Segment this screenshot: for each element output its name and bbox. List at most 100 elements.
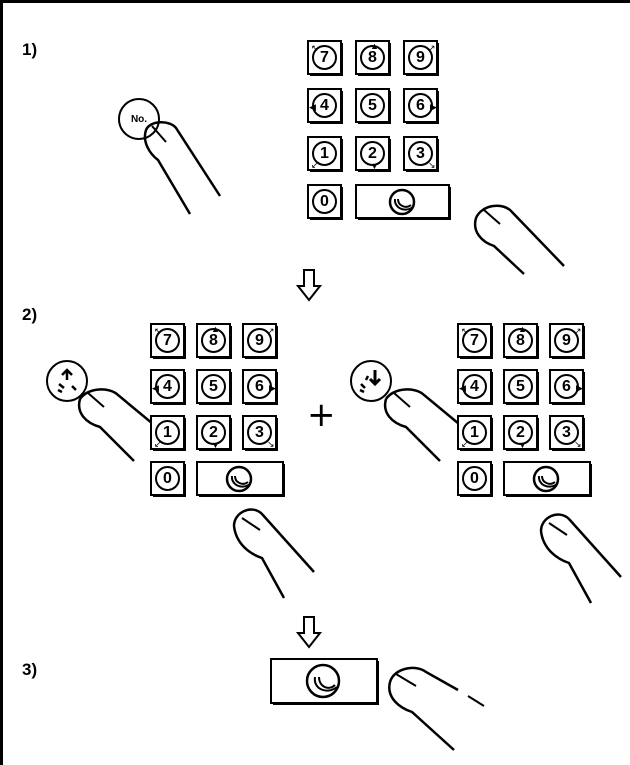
key-7[interactable]: 7↖	[307, 40, 343, 76]
key-8[interactable]: 8▲	[355, 40, 391, 76]
key-1[interactable]: 1↙	[150, 415, 186, 451]
key-5-label: 5	[360, 93, 385, 118]
finger-icon	[232, 508, 315, 599]
key-0[interactable]: 0	[457, 461, 493, 497]
key-9[interactable]: 9↗	[403, 40, 439, 76]
key-7[interactable]: 7↖	[457, 323, 493, 359]
direction-arrow-icon: ▶	[576, 383, 583, 393]
key-3[interactable]: 3↘	[403, 136, 439, 172]
enter-key[interactable]	[503, 461, 592, 497]
direction-arrow-icon: ↗	[267, 326, 275, 336]
enter-swirl-icon	[532, 465, 560, 492]
key-4[interactable]: 4◀	[457, 369, 493, 405]
enter-swirl-icon	[225, 465, 253, 492]
direction-arrow-icon: ↘	[428, 160, 436, 170]
direction-arrow-icon: ◀	[152, 383, 159, 393]
key-1[interactable]: 1↙	[307, 136, 343, 172]
direction-arrow-icon: ▶	[430, 102, 437, 112]
key-4[interactable]: 4◀	[150, 369, 186, 405]
key-9[interactable]: 9↗	[549, 323, 585, 359]
key-5[interactable]: 5	[355, 88, 391, 124]
key-7-label: 7	[312, 45, 337, 70]
enter-key[interactable]	[196, 461, 285, 497]
direction-arrow-icon: ▲	[518, 324, 527, 334]
key-2[interactable]: 2▼	[355, 136, 391, 172]
key-3-label: 3	[408, 141, 433, 166]
key-8-label: 8	[201, 328, 226, 353]
finger-icon	[77, 388, 177, 462]
number-mode-button[interactable]: No.	[118, 98, 160, 140]
key-0[interactable]: 0	[307, 184, 343, 220]
key-5[interactable]: 5	[503, 369, 539, 405]
key-6[interactable]: 6▶	[242, 369, 278, 405]
finger-icon	[473, 204, 565, 275]
key-9[interactable]: 9↗	[242, 323, 278, 359]
key-2[interactable]: 2▼	[503, 415, 539, 451]
needle-down-button[interactable]	[350, 360, 392, 402]
direction-arrow-icon: ↗	[428, 43, 436, 53]
key-0-label: 0	[155, 466, 180, 491]
finger-icon	[383, 388, 483, 462]
key-4-label: 4	[462, 374, 487, 399]
key-2-label: 2	[508, 420, 533, 445]
direction-arrow-icon: ↖	[311, 43, 319, 53]
down-arrow-icon	[296, 616, 322, 649]
key-3[interactable]: 3↘	[549, 415, 585, 451]
key-4[interactable]: 4◀	[307, 88, 343, 124]
direction-arrow-icon: ◀	[459, 383, 466, 393]
direction-arrow-icon: ▼	[211, 440, 220, 450]
direction-arrow-icon: ↘	[267, 439, 275, 449]
key-2-label: 2	[201, 420, 226, 445]
finger-icon	[539, 513, 622, 604]
enter-swirl-icon	[305, 663, 341, 699]
key-9-label: 9	[554, 328, 579, 353]
key-7-label: 7	[155, 328, 180, 353]
plus-sign: +	[307, 395, 336, 435]
keypad-step-2-right: 7↖ 8▲ 9↗ 4◀ 5 6▶ 1↙ 2▼ 3↘ 0	[457, 323, 597, 523]
key-2[interactable]: 2▼	[196, 415, 232, 451]
key-1[interactable]: 1↙	[457, 415, 493, 451]
down-arrow-icon	[296, 269, 322, 302]
key-0[interactable]: 0	[150, 461, 186, 497]
key-1-label: 1	[155, 420, 180, 445]
direction-arrow-icon: ↙	[461, 439, 469, 449]
needle-up-icon	[57, 368, 77, 394]
key-2-label: 2	[360, 141, 385, 166]
keypad-step-2-left: 7↖ 8▲ 9↗ 4◀ 5 6▶ 1↙ 2▼ 3↘ 0	[150, 323, 290, 523]
key-5-label: 5	[201, 374, 226, 399]
key-1-label: 1	[462, 420, 487, 445]
key-8-label: 8	[360, 45, 385, 70]
key-3-label: 3	[247, 420, 272, 445]
key-1-label: 1	[312, 141, 337, 166]
key-6-label: 6	[408, 93, 433, 118]
key-6[interactable]: 6▶	[549, 369, 585, 405]
direction-arrow-icon: ↗	[574, 326, 582, 336]
direction-arrow-icon: ↖	[461, 326, 469, 336]
key-6[interactable]: 6▶	[403, 88, 439, 124]
key-3[interactable]: 3↘	[242, 415, 278, 451]
start-enter-button[interactable]	[270, 658, 379, 705]
enter-swirl-icon	[388, 188, 415, 215]
key-5-label: 5	[508, 374, 533, 399]
direction-arrow-icon: ↖	[154, 326, 162, 336]
direction-arrow-icon: ↙	[311, 160, 319, 170]
key-8[interactable]: 8▲	[196, 323, 232, 359]
key-7[interactable]: 7↖	[150, 323, 186, 359]
direction-arrow-icon: ▲	[370, 41, 379, 51]
direction-arrow-icon: ▼	[370, 161, 379, 171]
step-2-label: 2)	[22, 305, 38, 324]
direction-arrow-icon: ▲	[211, 324, 220, 334]
direction-arrow-icon: ↘	[574, 439, 582, 449]
needle-up-button[interactable]	[46, 360, 88, 402]
enter-key[interactable]	[355, 184, 451, 220]
key-5[interactable]: 5	[196, 369, 232, 405]
key-4-label: 4	[155, 374, 180, 399]
number-mode-button-label: No.	[130, 113, 148, 125]
key-0-label: 0	[312, 189, 337, 214]
key-7-label: 7	[462, 328, 487, 353]
key-8[interactable]: 8▲	[503, 323, 539, 359]
key-9-label: 9	[247, 328, 272, 353]
direction-arrow-icon: ▼	[518, 440, 527, 450]
